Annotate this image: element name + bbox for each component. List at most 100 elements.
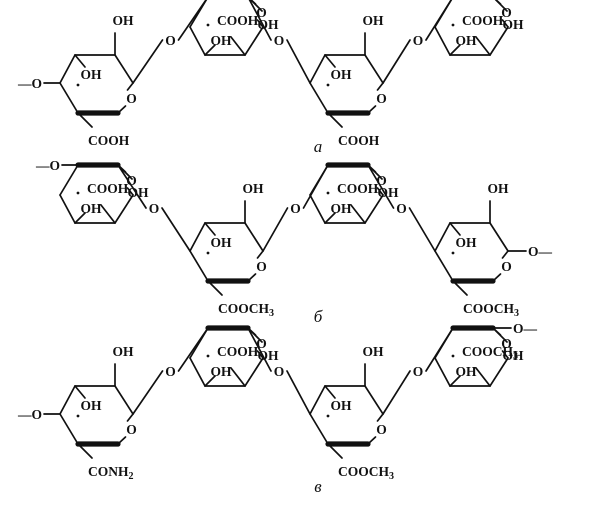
oh-bond bbox=[324, 212, 336, 224]
ring-oxygen-label: O bbox=[501, 5, 512, 20]
glycosidic-link: O bbox=[247, 327, 311, 415]
glycosidic-link: O bbox=[248, 0, 311, 84]
link-bond bbox=[286, 39, 311, 84]
linkage-oxygen: O bbox=[165, 33, 176, 48]
stereo-dot bbox=[326, 191, 330, 195]
hydroxyl-label: OH bbox=[210, 235, 232, 250]
ring-bond bbox=[59, 82, 79, 114]
ring-oxygen-label: O bbox=[501, 259, 512, 274]
ring-bond bbox=[256, 250, 264, 259]
ring-oxygen-label: O bbox=[126, 173, 137, 188]
oh-bond bbox=[74, 212, 86, 224]
ring-bond bbox=[309, 385, 326, 415]
linkage-oxygen: O bbox=[413, 364, 424, 379]
hydroxyl-label: OH bbox=[455, 364, 477, 379]
ring-bond bbox=[189, 0, 208, 28]
ring-oxygen-label: O bbox=[376, 173, 387, 188]
ring-bond bbox=[489, 26, 509, 56]
oh-bond bbox=[247, 327, 263, 343]
hydroxyl-label: OH bbox=[502, 348, 524, 363]
substituent-label: CONH2 bbox=[88, 464, 134, 482]
glycosidic-link: O bbox=[132, 327, 209, 415]
hydroxyl-label: OH bbox=[210, 364, 232, 379]
ring-bond bbox=[367, 105, 377, 114]
linkage-oxygen: O bbox=[149, 201, 160, 216]
panel-label: а bbox=[314, 137, 323, 156]
ring-oxygen-label: O bbox=[376, 422, 387, 437]
link-bond bbox=[248, 0, 272, 41]
hydroxyl-label: OH bbox=[487, 181, 509, 196]
oh-bond bbox=[494, 0, 508, 12]
ring-oxygen-label: O bbox=[126, 91, 137, 106]
stereo-dot bbox=[76, 191, 80, 195]
ring-bond bbox=[126, 413, 134, 422]
oh-bond bbox=[204, 375, 216, 387]
hydroxyl-label: OH bbox=[80, 201, 102, 216]
stereo-dot bbox=[451, 23, 455, 27]
stereo-dot bbox=[451, 251, 455, 255]
ring-bond bbox=[59, 194, 76, 224]
glycosidic-link: O bbox=[367, 164, 436, 252]
link-bond bbox=[408, 207, 436, 252]
substituent-label: COOH bbox=[88, 133, 130, 148]
glycosidic-link: O bbox=[262, 164, 329, 252]
ring-bond bbox=[59, 413, 79, 445]
ring-bond bbox=[59, 164, 79, 196]
chain-end-right: — bbox=[512, 0, 527, 5]
substituent-label: COOCH3 bbox=[218, 301, 274, 319]
hydroxyl-label: OH bbox=[257, 17, 279, 32]
substituent-bond bbox=[327, 112, 343, 128]
oh-bond bbox=[449, 222, 461, 236]
ring-oxygen-label: O bbox=[376, 91, 387, 106]
link-bond bbox=[286, 370, 311, 415]
ring-bond bbox=[489, 222, 509, 252]
hydroxyl-label: OH bbox=[112, 344, 134, 359]
hydroxyl-label: OH bbox=[362, 13, 384, 28]
oh-bond bbox=[492, 327, 508, 343]
stereo-dot bbox=[76, 83, 80, 87]
substituent-label: COOCH3 bbox=[463, 301, 519, 319]
substituent-label: COOH bbox=[338, 133, 380, 148]
ring-bond bbox=[59, 54, 76, 84]
ring-bond bbox=[117, 436, 127, 445]
panel-1: OCOOHOHOHOOHOHCOOCH3OCOOHOHOHOOHOHCOOCH3… bbox=[35, 158, 553, 326]
ring-bond bbox=[501, 250, 509, 259]
oh-bond bbox=[449, 375, 461, 387]
substituent-bond bbox=[230, 36, 246, 56]
link-bond bbox=[425, 0, 453, 41]
ring-oxygen-label: O bbox=[256, 5, 267, 20]
ring-bond bbox=[492, 273, 502, 282]
stereo-dot bbox=[326, 83, 330, 87]
link-bond bbox=[262, 207, 289, 252]
chain-end-left: —O bbox=[17, 76, 42, 91]
hydroxyl-label: OH bbox=[112, 13, 134, 28]
substituent-bond bbox=[327, 443, 343, 459]
stereo-dot bbox=[76, 414, 80, 418]
hydroxyl-label: OH bbox=[455, 33, 477, 48]
hydroxyl-label: OH bbox=[242, 181, 264, 196]
link-bond bbox=[247, 327, 272, 372]
hydroxyl-label: OH bbox=[330, 67, 352, 82]
oh-bond bbox=[74, 54, 86, 68]
ring-bond bbox=[376, 413, 384, 422]
hydroxyl-label: OH bbox=[257, 348, 279, 363]
hydroxyl-label: OH bbox=[330, 201, 352, 216]
link-bond bbox=[177, 0, 207, 41]
substituent-label: COOH bbox=[217, 344, 259, 359]
hydroxyl-label: OH bbox=[127, 185, 149, 200]
ring-bond bbox=[126, 82, 134, 91]
ring-bond bbox=[247, 273, 257, 282]
ring-bond bbox=[244, 26, 264, 56]
ring-bond bbox=[114, 54, 134, 84]
substituent-bond bbox=[207, 280, 223, 296]
linkage-oxygen: O bbox=[290, 201, 301, 216]
substituent-bond bbox=[230, 367, 246, 387]
ring-bond bbox=[309, 82, 329, 114]
ring-bond bbox=[114, 385, 134, 415]
substituent-bond bbox=[77, 443, 93, 459]
linkage-oxygen: O bbox=[274, 364, 285, 379]
